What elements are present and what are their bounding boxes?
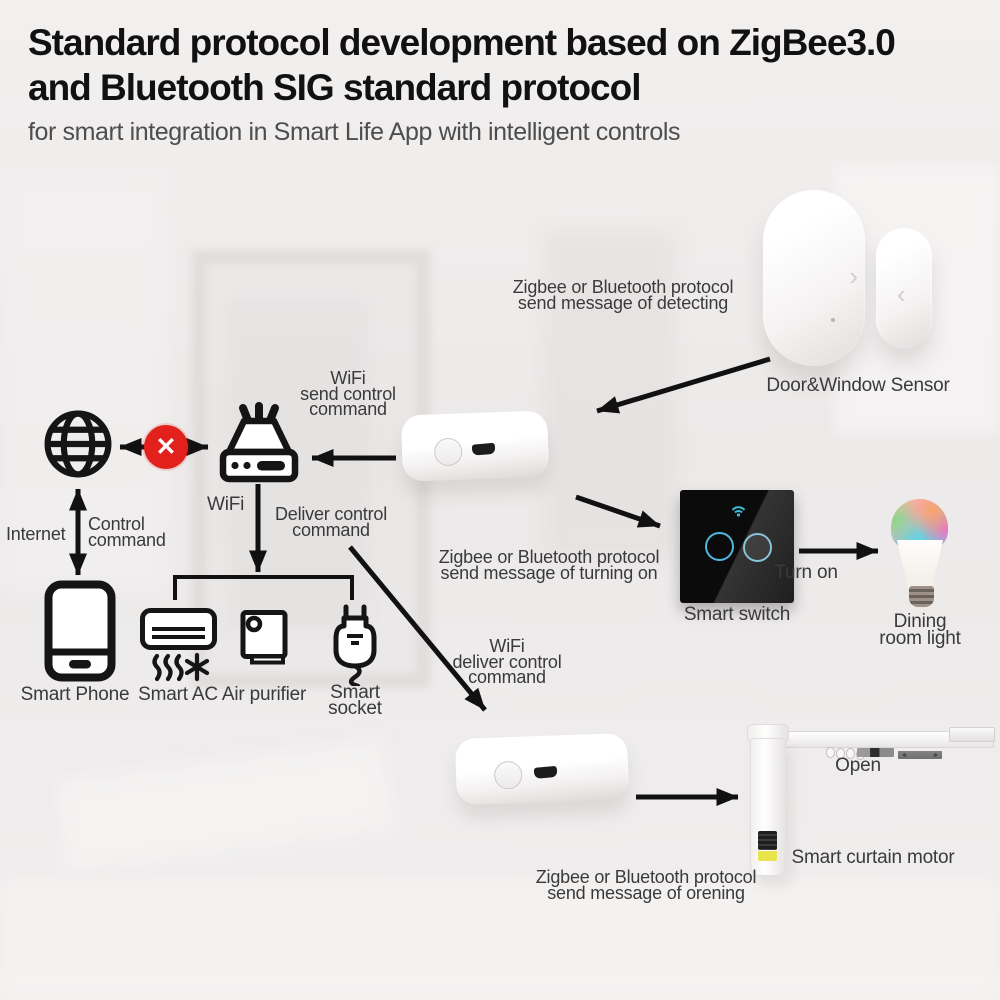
arrow-wifi-to-gateway2 <box>348 545 487 712</box>
smart-switch-panel <box>680 490 794 603</box>
deliver-line1: Deliver control <box>274 504 388 524</box>
wifi-router-icon <box>219 402 299 483</box>
blocked-x-glyph: ✕ <box>155 433 177 461</box>
internet-globe-icon <box>44 410 112 478</box>
door-sensor-main: › <box>763 190 865 366</box>
smart-switch-label: Smart switch <box>683 604 791 625</box>
control-command-label: Control command <box>88 515 166 550</box>
opening-line2: send message of orening <box>547 882 745 903</box>
wifi-deliver-line3: command <box>468 667 546 687</box>
turn-on-label: Turn on <box>774 562 838 583</box>
smart-socket-line2: socket <box>328 698 382 719</box>
curtain-runner-bracket <box>898 751 942 759</box>
gateway-button <box>433 437 463 467</box>
wifi-send-line2: send control <box>300 383 396 404</box>
router-wifi-label: WiFi <box>207 494 245 515</box>
wifi-deliver-command-label: WiFi deliver control command <box>452 636 562 687</box>
curtain-hook <box>836 748 845 759</box>
zigbee-gateway-2 <box>454 733 630 805</box>
wifi-send-line3: command <box>309 399 387 419</box>
connector-appliance-bracket <box>173 575 354 600</box>
smart-socket-icon <box>333 604 377 686</box>
wifi-signal-icon <box>731 506 746 517</box>
turning-on-line2: send message of turning on <box>440 562 658 583</box>
chevron-left-icon: ‹ <box>897 279 906 309</box>
smart-ac-label: Smart AC <box>138 684 218 705</box>
turning-on-message-label: Zigbee or Bluetooth protocol send messag… <box>438 547 660 583</box>
gateway-usb-port-icon <box>533 765 558 779</box>
deliver-line2: command <box>292 519 370 540</box>
opening-message-label: Zigbee or Bluetooth protocol send messag… <box>536 868 757 903</box>
turning-on-line1: Zigbee or Bluetooth protocol <box>438 547 660 567</box>
wifi-send-command-label: WiFi send control command <box>300 368 396 419</box>
dining-light-line1: Dining <box>893 611 947 632</box>
dining-light-line2: room light <box>879 628 961 649</box>
door-sensor-label: Door&Window Sensor <box>766 375 950 396</box>
wifi-send-line1: WiFi <box>330 368 366 388</box>
blocked-x-icon: ✕ <box>144 425 188 469</box>
detecting-message-label: Zigbee or Bluetooth protocol send messag… <box>512 277 734 313</box>
wifi-deliver-line1: WiFi <box>489 636 525 656</box>
page-subtitle: for smart integration in Smart Life App … <box>28 118 681 146</box>
open-label: Open <box>835 755 881 776</box>
curtain-runner-bracket <box>857 748 894 757</box>
curtain-motor-yellow-band <box>758 851 777 861</box>
detecting-line1: Zigbee or Bluetooth protocol <box>512 277 734 297</box>
curtain-motor-label: Smart curtain motor <box>791 847 955 868</box>
smart-socket-line1: Smart <box>330 682 380 703</box>
rgb-bulb-screw-base <box>909 586 934 607</box>
gateway-button <box>493 760 523 790</box>
smart-phone-label: Smart Phone <box>20 684 130 705</box>
door-sensor-magnet: ‹ <box>876 228 932 348</box>
zigbee-gateway-1 <box>400 410 550 482</box>
arrow-gateway-to-switch <box>575 494 661 529</box>
curtain-hook <box>846 748 855 759</box>
page-title-line1: Standard protocol development based on Z… <box>28 22 896 63</box>
deliver-command-label: Deliver control command <box>274 504 388 540</box>
gateway-usb-port-icon <box>471 442 496 456</box>
header: Standard protocol development based on Z… <box>28 20 896 147</box>
curtain-rail-end <box>949 727 995 742</box>
smart-ac-icon <box>140 608 217 682</box>
smart-phone-icon <box>44 580 116 682</box>
touch-button-ring <box>743 533 772 562</box>
internet-label: Internet <box>6 524 66 544</box>
air-purifier-icon <box>240 610 288 665</box>
control-command-line2: command <box>88 529 166 550</box>
wifi-deliver-line2: deliver control <box>452 651 562 672</box>
detecting-line2: send message of detecting <box>517 292 729 313</box>
page-title-line2: and Bluetooth SIG standard protocol <box>28 67 641 108</box>
sensor-led-dot <box>831 318 835 322</box>
touch-button-ring <box>705 532 734 561</box>
curtain-motor-label-sticker <box>758 831 777 850</box>
smart-socket-label: Smart socket <box>328 682 382 719</box>
curtain-hook <box>826 747 835 758</box>
arrow-sensor-to-gateway <box>596 356 771 414</box>
chevron-right-icon: › <box>849 261 858 291</box>
dining-light-label: Dining room light <box>879 611 961 649</box>
air-purifier-label: Air purifier <box>221 684 307 705</box>
